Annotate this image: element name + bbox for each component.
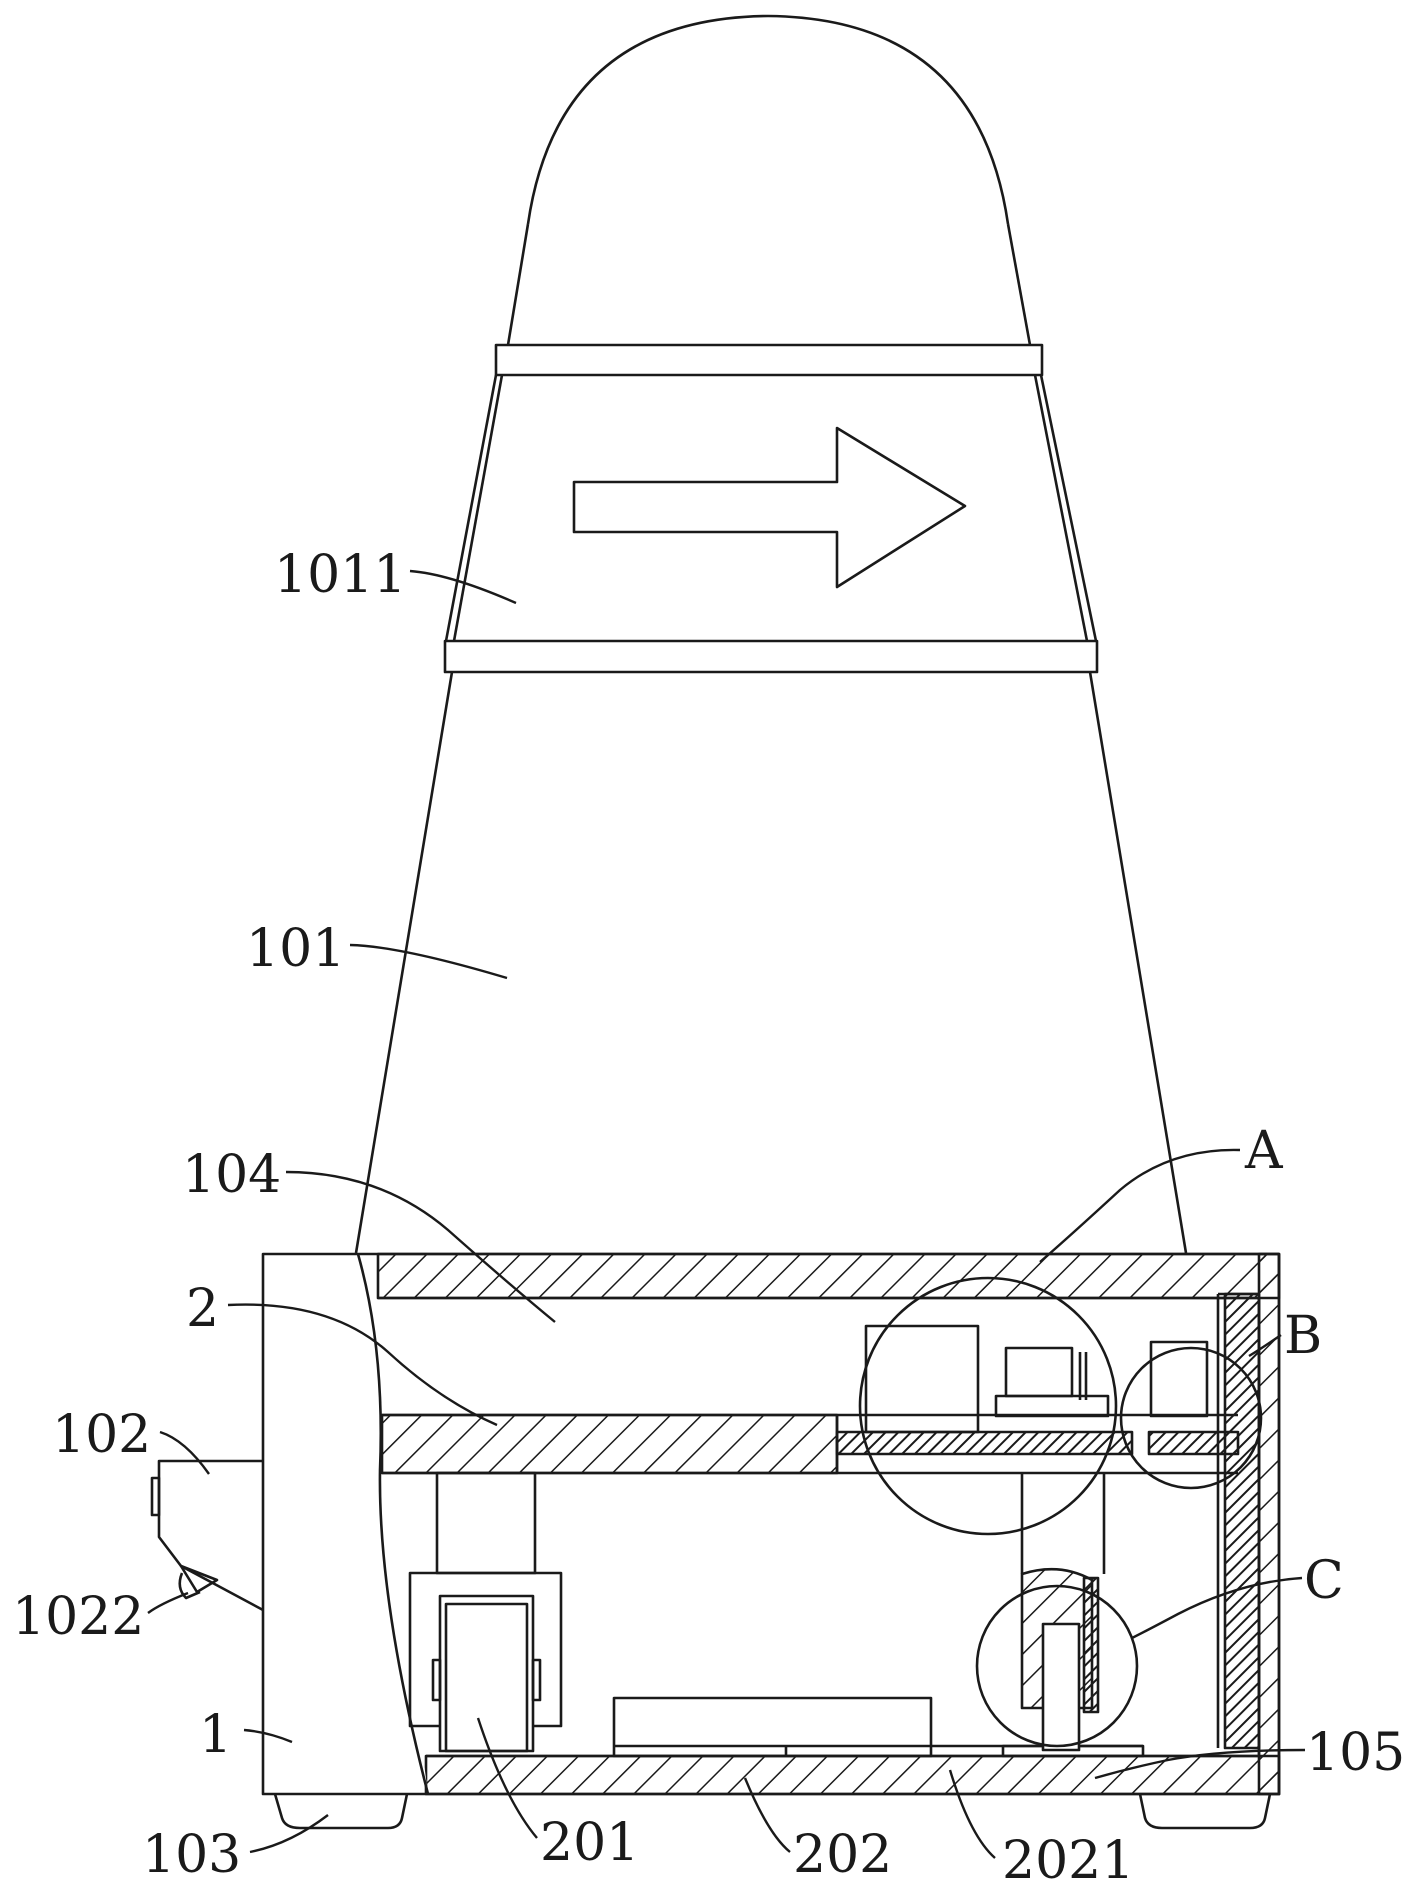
upper-components <box>864 1324 1209 1434</box>
arrow-shape <box>572 426 967 589</box>
label-a: A <box>1244 1121 1284 1181</box>
label-1: 1 <box>199 1705 232 1765</box>
label-202: 202 <box>793 1825 892 1885</box>
cone-upper-left-edge <box>506 223 530 346</box>
label-102: 102 <box>52 1405 151 1465</box>
partition-plate <box>380 1413 1240 1475</box>
cone-lower-right-edge <box>1088 671 1188 1254</box>
component-block-3 <box>1149 1340 1209 1418</box>
label-1022: 1022 <box>12 1587 144 1647</box>
detail-circle-a <box>858 1276 1118 1536</box>
lift-mechanism <box>1020 1473 1106 1752</box>
left-foot <box>273 1793 409 1830</box>
label-c: C <box>1304 1551 1344 1611</box>
motor-unit <box>408 1471 563 1753</box>
label-103: 103 <box>142 1825 241 1885</box>
reference-labels: 1011 101 104 2 A B C 102 1022 1 105 103 … <box>12 545 1405 1891</box>
label-2021: 2021 <box>1002 1831 1134 1891</box>
label-1011: 1011 <box>274 545 406 605</box>
band-top-ring <box>494 343 1044 377</box>
vertical-rail <box>1216 1292 1261 1750</box>
band-bottom-ring <box>443 639 1099 674</box>
base-housing <box>261 1252 1281 1830</box>
leader-lines <box>147 569 1306 1859</box>
detail-circle-c <box>975 1584 1139 1748</box>
cone-lower-left-edge <box>354 671 454 1254</box>
component-block-2 <box>1004 1346 1074 1398</box>
battery-box <box>612 1696 1145 1758</box>
label-104: 104 <box>182 1145 281 1205</box>
cone-upper-right-edge <box>1006 223 1032 346</box>
label-101: 101 <box>246 919 345 979</box>
side-lamp <box>150 1459 264 1612</box>
cone-body <box>354 14 1188 1254</box>
right-foot <box>1138 1793 1272 1830</box>
component-block-1 <box>864 1324 980 1434</box>
label-105: 105 <box>1306 1723 1405 1783</box>
label-2: 2 <box>186 1279 219 1339</box>
cone-dome <box>526 14 1010 225</box>
detail-circle-b <box>1119 1346 1263 1490</box>
label-201: 201 <box>540 1813 639 1873</box>
reflective-band <box>443 343 1099 674</box>
label-b: B <box>1284 1306 1322 1366</box>
